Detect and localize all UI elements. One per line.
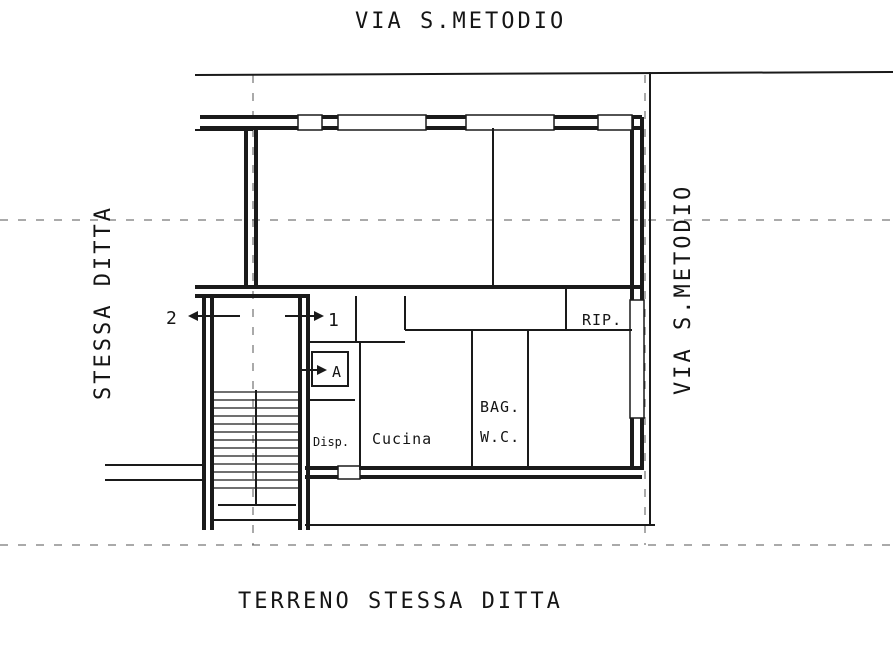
room-label-rip: RIP. xyxy=(582,311,622,329)
street-label-top: VIA S.METODIO xyxy=(355,9,566,34)
interior-walls xyxy=(307,128,632,470)
room-label-bagno: BAG. xyxy=(480,398,520,416)
side-label-left: STESSA DITTA xyxy=(91,205,116,400)
room-label-disp: Disp. xyxy=(313,435,349,449)
marker-1-label: 1 xyxy=(328,310,339,331)
stairwell xyxy=(202,296,310,530)
windows xyxy=(297,114,645,480)
property-boundary xyxy=(105,71,893,526)
elevator-label: A xyxy=(332,363,342,381)
street-label-right: VIA S.METODIO xyxy=(671,184,696,395)
room-label-wc: W.C. xyxy=(480,428,520,446)
room-label-cucina: Cucina xyxy=(372,430,432,448)
construction-lines xyxy=(0,75,893,546)
bottom-label: TERRENO STESSA DITTA xyxy=(238,589,563,614)
marker-2-label: 2 xyxy=(166,308,177,329)
exterior-walls xyxy=(195,115,644,479)
direction-markers xyxy=(188,292,567,375)
